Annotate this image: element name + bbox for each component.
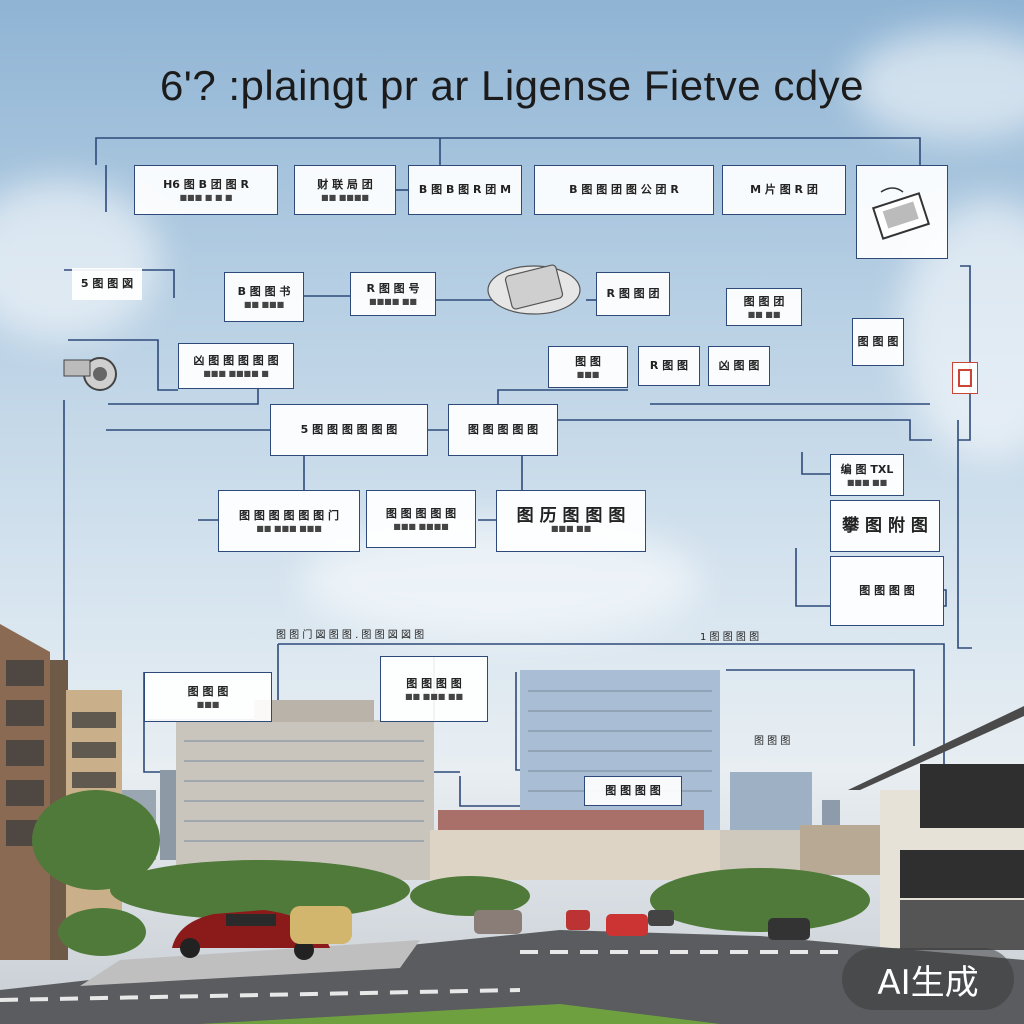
- flow-node: R 图 图 团: [596, 272, 670, 316]
- building-windows: [184, 690, 712, 842]
- flow-node: 攀 图 附 图: [830, 500, 940, 552]
- node-label: 图 图 图: [187, 684, 229, 698]
- flow-node: 图 图 ■■■: [548, 346, 628, 388]
- node-sublabel: ■■ ■■: [747, 309, 781, 319]
- node-label: 图 图 团: [743, 294, 785, 308]
- cloud: [0, 180, 160, 340]
- node-label: R 图 图: [649, 359, 689, 372]
- flow-node: 财 联 局 团 ■■ ■■■■: [294, 165, 396, 215]
- flow-node: R 图 图 号 ■■■■ ■■: [350, 272, 436, 316]
- node-label: 编 图 TXL: [840, 462, 894, 476]
- node-sublabel: ■■■: [196, 699, 220, 709]
- node-label: B 图 B 图 R 团 M: [418, 183, 512, 196]
- ai-generated-badge: AI生成: [842, 948, 1014, 1010]
- flow-node: M 片 图 R 团: [722, 165, 846, 215]
- node-sublabel: ■■■■ ■■: [369, 296, 417, 306]
- node-sublabel: ■■ ■■■■: [321, 192, 369, 202]
- section-label: 图 图 门 図 图 图 . 图 图 図 図 图: [276, 630, 425, 641]
- flow-node: 图 图 图 图 图: [448, 404, 558, 456]
- node-label: 5 图 图 图 图 图 图: [300, 423, 398, 436]
- flow-node: 图 图 图 图: [830, 556, 944, 626]
- flow-node: 凶 图 图 图 图 图 ■■■ ■■■■ ■: [178, 343, 294, 389]
- road: [0, 930, 1024, 1024]
- trees: [32, 790, 870, 956]
- diagram-title: 6'? :plaingt pr ar Ligense Fietve cdye: [159, 62, 865, 109]
- node-label: H6 图 B 团 图 R: [163, 177, 249, 191]
- flow-node: 编 图 TXL ■■■ ■■: [830, 454, 904, 496]
- flow-node: B 图 图 书 ■■ ■■■: [224, 272, 304, 322]
- section-label: 1 图 图 图 图: [700, 632, 760, 643]
- cloud: [850, 30, 1024, 140]
- node-label: R 图 图 号: [366, 281, 420, 295]
- flow-node: B 图 图 团 图 公 团 R: [534, 165, 714, 215]
- camera-device: [63, 357, 117, 391]
- node-label: 图 图 图 图: [605, 784, 661, 797]
- node-sublabel: ■■ ■■■ ■■: [405, 691, 463, 701]
- flow-node: 图 图 图 图: [584, 776, 682, 806]
- flow-node: 图 图 图 图 图 图 门 ■■ ■■■ ■■■: [218, 490, 360, 552]
- node-sublabel: ■■■: [576, 369, 600, 379]
- flow-node: H6 图 B 团 图 R ■■■ ■ ■ ■: [134, 165, 278, 215]
- flow-node: 图 图 图 ■■■: [144, 672, 272, 722]
- flow-node: R 图 图: [638, 346, 700, 386]
- node-label: 图 图 图 图: [859, 584, 915, 597]
- flow-node: 图 图 图 图 ■■ ■■■ ■■: [380, 656, 488, 722]
- node-sublabel: ■■■ ■ ■ ■: [179, 192, 233, 202]
- node-label: 攀 图 附 图: [842, 516, 928, 536]
- yellow-car: [290, 906, 352, 944]
- node-label: 图 图 图 图 图 图 门: [239, 508, 339, 522]
- flow-node: 5 图 图 图 图 图 图: [270, 404, 428, 456]
- node-label: B 图 图 团 图 公 团 R: [569, 183, 679, 196]
- tag-icon-node: [952, 362, 978, 394]
- flow-node: 图 图 图: [852, 318, 904, 366]
- distant-cars: [474, 910, 810, 940]
- tag-icon: [958, 369, 972, 387]
- node-label: 财 联 局 团: [317, 177, 373, 191]
- node-label: 图 图 图 图 图: [385, 506, 457, 520]
- node-label: B 图 图 书: [237, 284, 291, 298]
- card-reader-device: [487, 264, 581, 315]
- node-label: M 片 图 R 团: [750, 183, 818, 196]
- right-building: [848, 706, 1024, 950]
- flow-node: 图 图 图 图 图 ■■■ ■■■■: [366, 490, 476, 548]
- node-label: 5 图 图 図: [80, 277, 134, 290]
- node-sublabel: ■■■ ■■: [846, 477, 888, 487]
- section-label: 图 图 图: [754, 736, 791, 747]
- card-image-node: [856, 165, 948, 259]
- node-label: 凶 图 图 图 图 图: [193, 353, 279, 367]
- flow-node: 凶 图 图: [708, 346, 770, 386]
- node-label: R 图 图 团: [606, 287, 660, 300]
- flow-node: 5 图 图 図: [72, 268, 142, 300]
- node-sublabel: ■■ ■■■ ■■■: [256, 523, 322, 533]
- node-label: 图 图 图 图 图: [467, 423, 539, 436]
- node-label: 图 图: [575, 354, 601, 368]
- flow-node: 图 图 团 ■■ ■■: [726, 288, 802, 326]
- card-icon: [871, 187, 931, 240]
- node-label: 图 图 图 图: [406, 676, 462, 690]
- node-sublabel: ■■■ ■■■■ ■: [203, 368, 269, 378]
- node-sublabel: ■■■ ■■■■: [393, 521, 449, 531]
- node-label: 凶 图 图: [718, 359, 760, 372]
- node-label: 图 历 图 图 图: [516, 505, 626, 526]
- node-sublabel: ■■ ■■■: [243, 299, 285, 309]
- node-label: 图 图 图: [857, 335, 899, 348]
- flow-node: 图 历 图 图 图 ■■■ ■■: [496, 490, 646, 552]
- node-sublabel: ■■■ ■■: [550, 523, 592, 533]
- flow-node: B 图 B 图 R 团 M: [408, 165, 522, 215]
